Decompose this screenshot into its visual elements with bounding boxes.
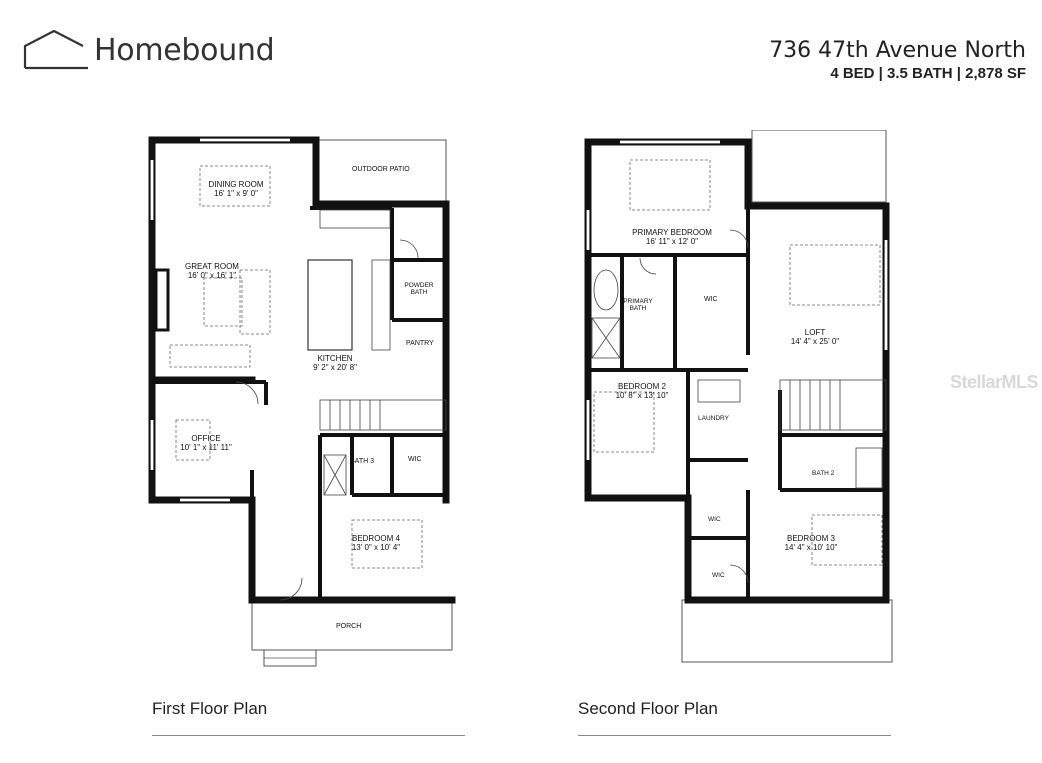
room-name-line2: BATH [410, 289, 428, 296]
room-dims: 14' 4" x 25' 0" [790, 337, 840, 346]
room-name: GREAT ROOM [185, 262, 239, 271]
room-dims: 10' 8" x 13' 10" [615, 391, 669, 400]
room-name: PRIMARY BEDROOM [632, 228, 712, 237]
room-dining-room: DINING ROOM 16' 1" x 9' 0" [206, 180, 266, 198]
second-floor-plan [584, 130, 893, 663]
room-office: OFFICE 10' 1" x 11' 11" [176, 434, 236, 452]
room-name-line2: BATH [629, 305, 647, 312]
brand-logo: Homebound [22, 28, 275, 72]
listing-specs: 4 BED | 3.5 BATH | 2,878 SF [830, 65, 1026, 82]
room-pantry: PANTRY [406, 340, 434, 347]
room-bedroom-4: BEDROOM 4 13' 0" x 10' 4" [346, 534, 406, 552]
listing-address: 736 47th Avenue North [769, 38, 1026, 63]
room-bath-3: BATH 3 [350, 458, 374, 465]
second-floor-divider [578, 735, 891, 736]
room-name: POWDER [404, 282, 434, 289]
room-dims: 10' 1" x 11' 11" [180, 443, 232, 452]
room-primary-bath: PRIMARY BATH [620, 298, 656, 312]
first-floor-divider [152, 735, 465, 736]
room-dims: 16' 0" x 16' 1" [187, 271, 237, 280]
room-kitchen: KITCHEN 9' 2" x 20' 8" [305, 354, 365, 372]
room-dims: 16' 1" x 9' 0" [214, 189, 258, 198]
room-wic-b: WIC [712, 572, 725, 579]
room-dims: 9' 2" x 20' 8" [313, 363, 357, 372]
second-floor-labels: PRIMARY BEDROOM 16' 11" x 12' 0" PRIMARY… [580, 130, 900, 670]
room-wic: WIC [408, 456, 422, 463]
room-laundry: LAUNDRY [698, 415, 729, 422]
room-name: KITCHEN [317, 354, 353, 363]
second-floor-caption: Second Floor Plan [578, 699, 718, 718]
room-dims: 13' 0" x 10' 4" [351, 543, 401, 552]
listing-header: 736 47th Avenue North 4 BED | 3.5 BATH |… [769, 38, 1026, 84]
room-dims: 14' 4" x 10' 10" [784, 543, 838, 552]
room-name: DINING ROOM [208, 180, 264, 189]
room-great-room: GREAT ROOM 16' 0" x 16' 1" [182, 262, 242, 280]
room-name: BEDROOM 4 [351, 534, 400, 543]
watermark: StellarMLS [949, 372, 1039, 392]
room-primary-bedroom: PRIMARY BEDROOM 16' 11" x 12' 0" [622, 228, 722, 246]
room-name: PRIMARY [623, 298, 653, 305]
room-bedroom-2: BEDROOM 2 10' 8" x 13' 10" [612, 382, 672, 400]
room-name: OFFICE [191, 434, 221, 443]
room-bedroom-3: BEDROOM 3 14' 4" x 10' 10" [776, 534, 846, 552]
room-powder-bath: POWDER BATH [404, 282, 434, 296]
room-bath-2: BATH 2 [812, 470, 835, 477]
room-name: LOFT [804, 328, 826, 337]
room-loft: LOFT 14' 4" x 25' 0" [780, 328, 850, 346]
first-floor-caption: First Floor Plan [152, 699, 268, 718]
house-logo-icon [23, 29, 88, 70]
brand-name: Homebound [94, 32, 275, 68]
room-porch: PORCH [336, 623, 362, 630]
first-floor-plan [148, 136, 456, 667]
first-floor-labels: OUTDOOR PATIO DINING ROOM 16' 1" x 9' 0"… [140, 130, 460, 680]
room-primary-wic: WIC [704, 296, 718, 303]
room-name: BEDROOM 2 [617, 382, 666, 391]
room-dims: 16' 11" x 12' 0" [645, 237, 699, 246]
room-name: BEDROOM 3 [786, 534, 835, 543]
room-outdoor-patio: OUTDOOR PATIO [352, 166, 410, 173]
room-wic-a: WIC [708, 516, 721, 523]
